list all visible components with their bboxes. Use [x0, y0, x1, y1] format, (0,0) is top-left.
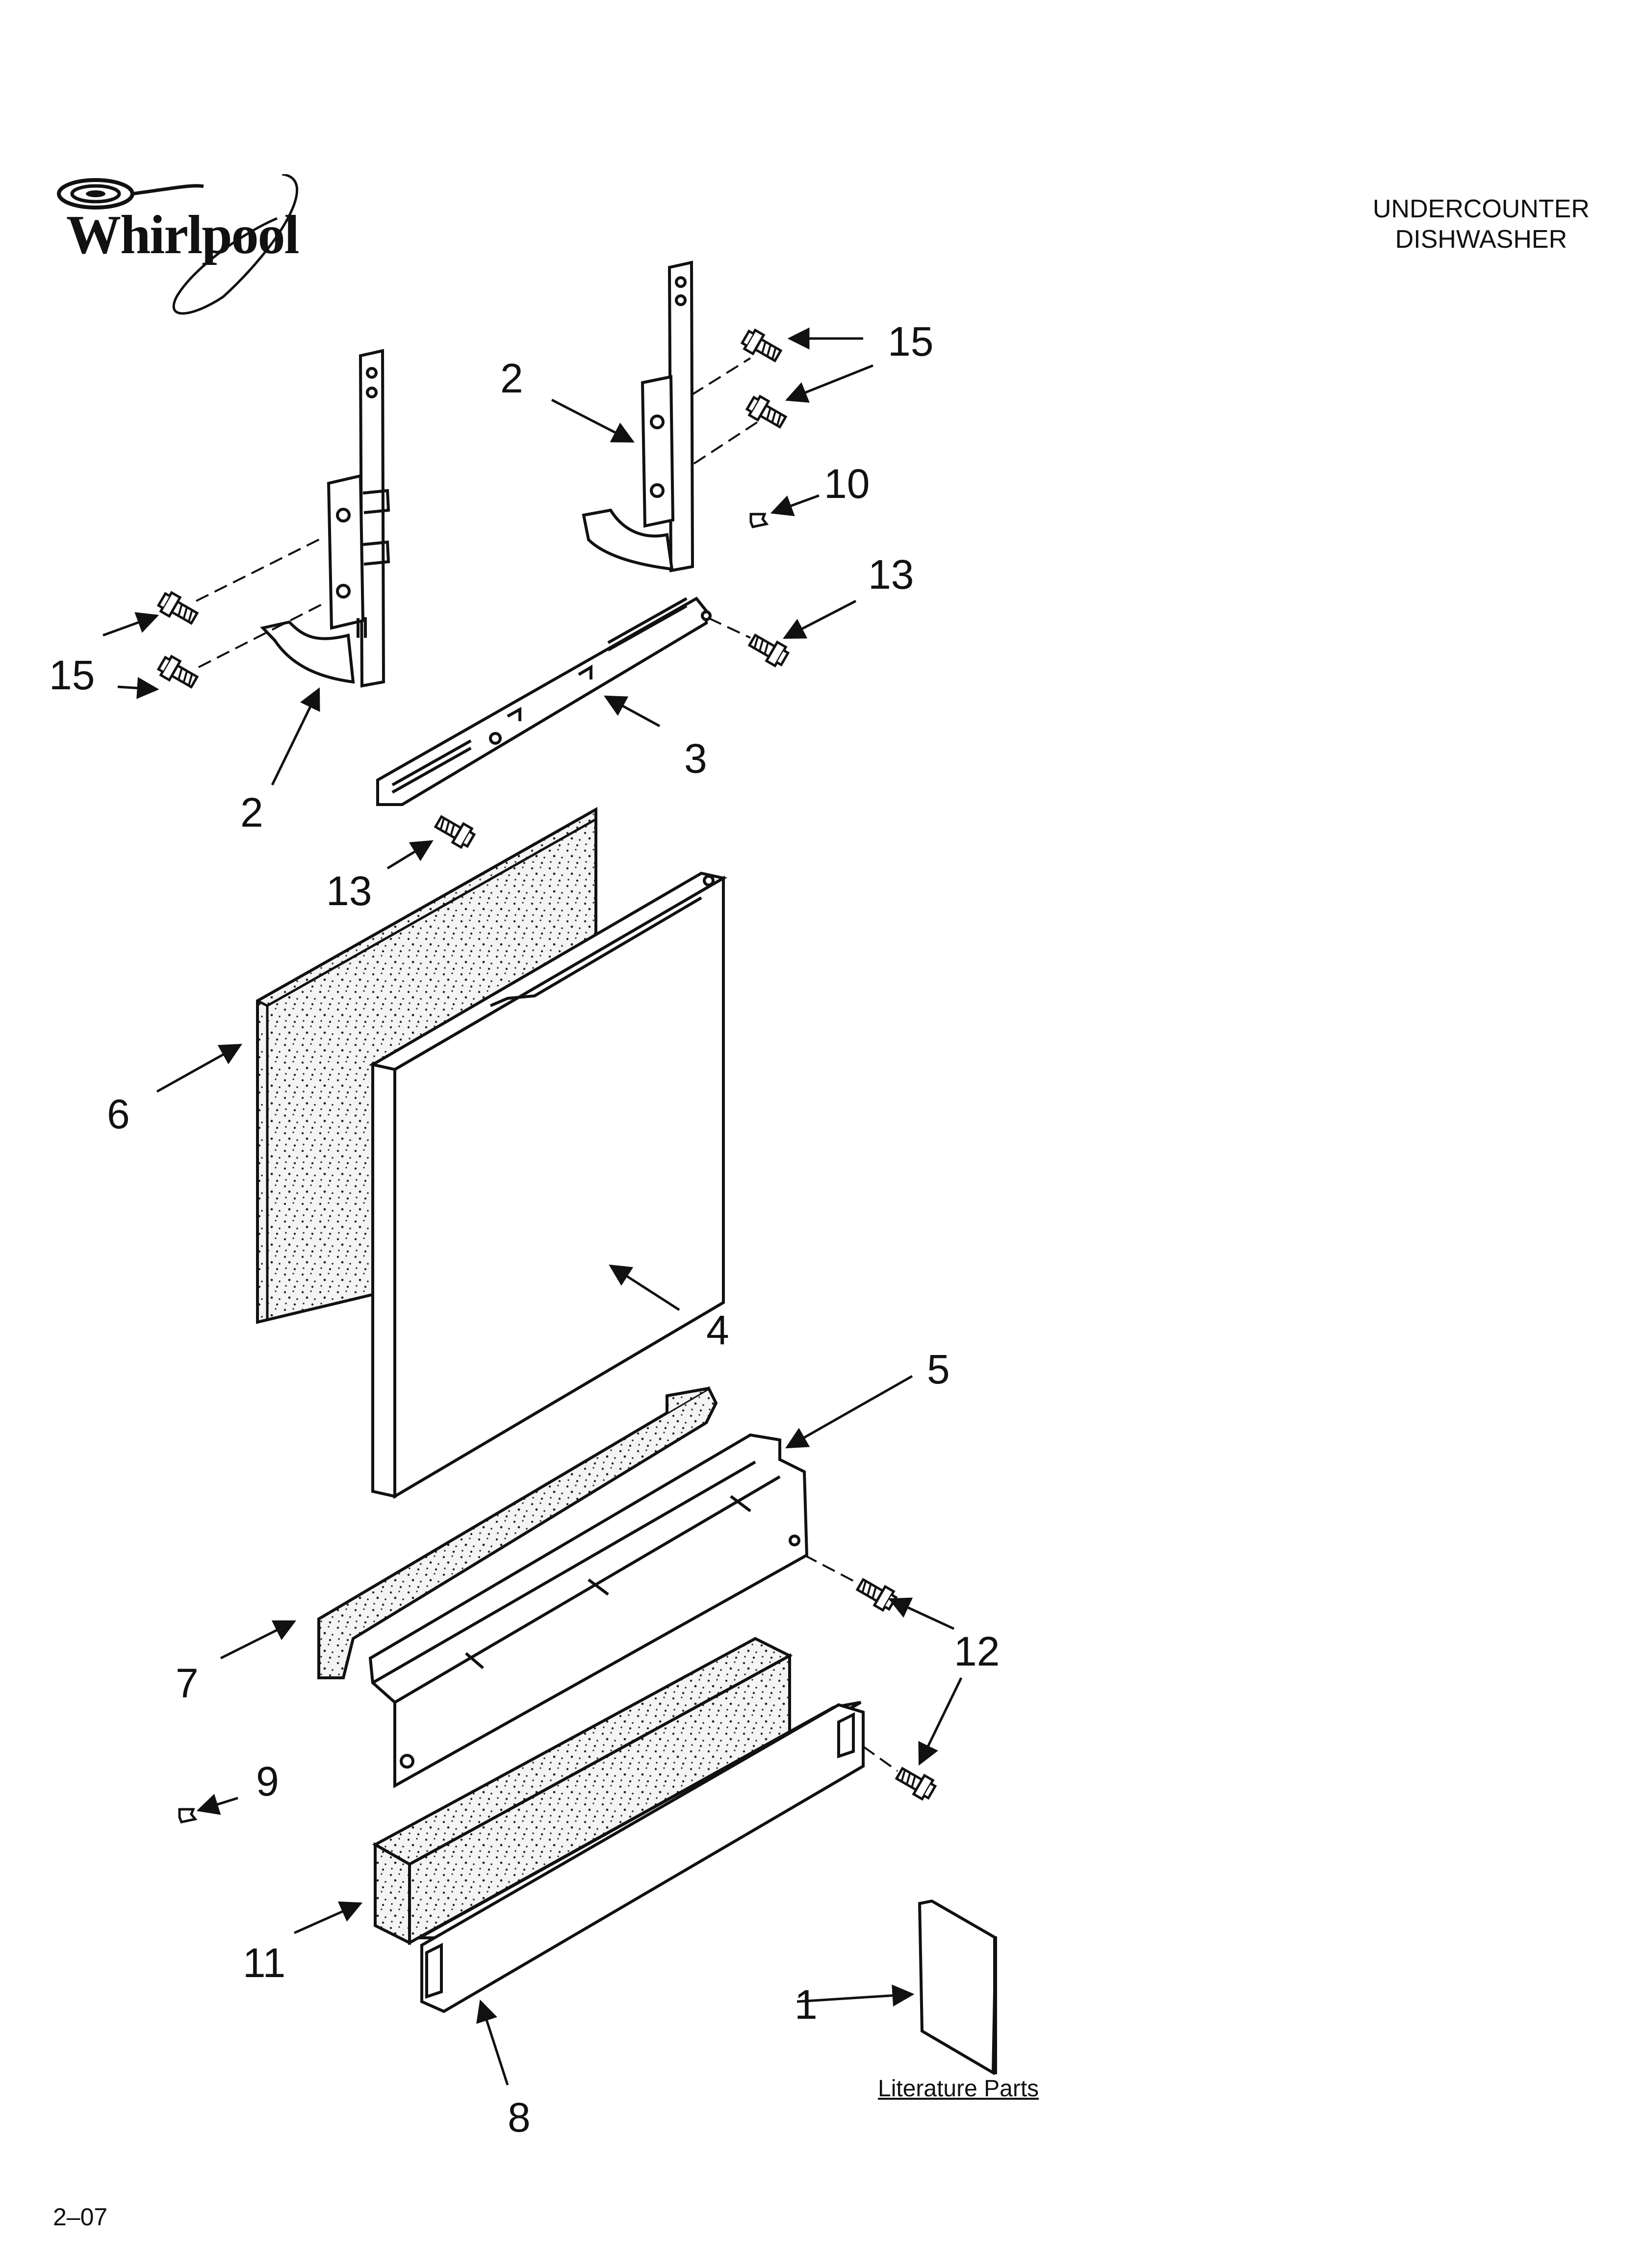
callout-labels: 15 2 10 13 15 2 3 13 6 4 5 7 12 9 11 1 8	[49, 318, 1000, 2140]
screw-icon	[855, 1575, 898, 1613]
callout-5: 5	[927, 1346, 950, 1392]
callout-2-top: 2	[500, 355, 523, 401]
callout-13-bottom: 13	[326, 868, 372, 914]
screw-icon	[156, 590, 200, 627]
callout-10: 10	[824, 461, 870, 507]
screw-icon	[156, 654, 200, 691]
callout-7: 7	[176, 1660, 199, 1706]
outer-door-panel	[368, 871, 728, 1499]
document-title: UNDERCOUNTER DISHWASHER	[1324, 194, 1638, 255]
whirlpool-swirl-logo-icon	[57, 173, 298, 315]
title-line-1: UNDERCOUNTER	[1373, 195, 1590, 223]
callout-2-bottom: 2	[240, 789, 263, 835]
brand-wordmark: Whirlpool	[66, 205, 300, 265]
callout-8: 8	[508, 2094, 531, 2140]
right-hinge-bracket	[582, 261, 694, 573]
callout-3: 3	[684, 735, 707, 782]
callout-1: 1	[795, 1981, 818, 2028]
callout-13-top: 13	[868, 551, 914, 598]
alignment-lines	[196, 357, 898, 1772]
callout-9: 9	[256, 1758, 279, 1804]
callout-6: 6	[107, 1091, 130, 1137]
callout-arrow-icon	[103, 327, 963, 2086]
title-line-2: DISHWASHER	[1395, 225, 1567, 254]
left-hinge-bracket	[260, 349, 390, 688]
kickplate	[413, 1701, 865, 2013]
page-number: 2–07	[53, 2203, 108, 2231]
clip-icon	[180, 1809, 195, 1822]
clip-icon	[751, 514, 767, 527]
screw-icon	[747, 631, 790, 668]
screw-icon	[433, 812, 476, 850]
callout-12: 12	[954, 1628, 1000, 1674]
literature-parts-caption: Literature Parts	[878, 2076, 1039, 2102]
brand-logo: Whirlpool	[47, 173, 341, 321]
callout-11: 11	[243, 1940, 285, 1986]
door-top-rail	[376, 597, 712, 806]
screw-icon	[894, 1764, 937, 1801]
callout-4: 4	[706, 1307, 729, 1353]
callout-15-left: 15	[49, 652, 95, 698]
callout-15-top: 15	[888, 318, 933, 365]
door-bottom-frame	[317, 1386, 809, 1789]
literature-booklet	[918, 1899, 998, 2076]
